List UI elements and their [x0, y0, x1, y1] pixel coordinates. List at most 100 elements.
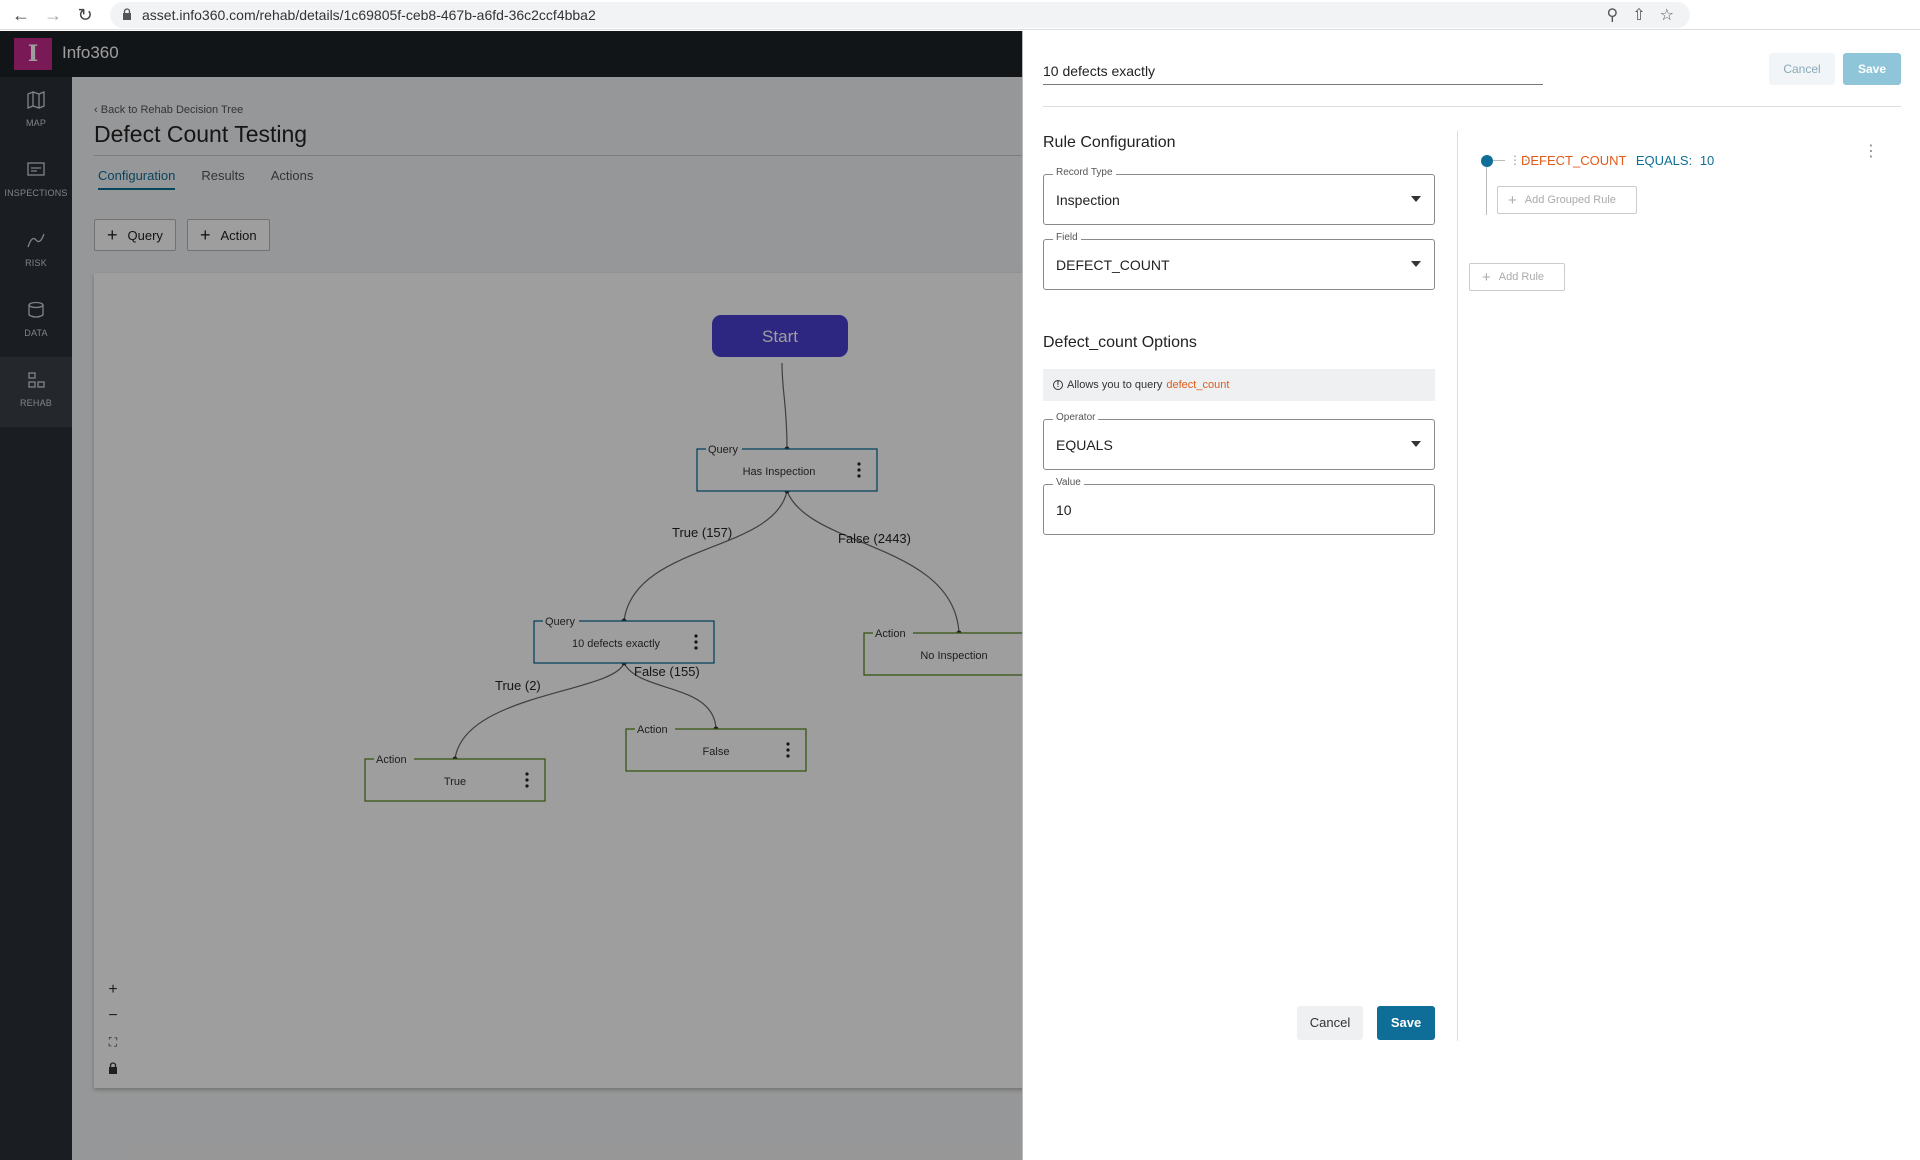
plus-icon: +: [200, 225, 211, 245]
flow-node-has-inspection[interactable]: Query Has Inspection: [696, 443, 878, 492]
node-type-label: Query: [708, 444, 738, 456]
tab-actions[interactable]: Actions: [270, 168, 314, 183]
caret-down-icon: [1411, 196, 1421, 202]
node-label: Has Inspection: [743, 466, 816, 478]
flow-canvas[interactable]: Start Query Has Inspection Query 10 defe…: [94, 273, 1094, 1088]
rule-summary[interactable]: DEFECT_COUNT EQUALS: 10: [1521, 153, 1714, 168]
back-link[interactable]: ‹ Back to Rehab Decision Tree: [94, 104, 244, 116]
node-label: True: [444, 776, 466, 788]
app-logo: I: [14, 38, 52, 70]
flow-node-10-defects[interactable]: Query 10 defects exactly: [533, 615, 715, 664]
sidebar-item-label: RISK: [25, 258, 47, 268]
flow-node-no-inspection[interactable]: Action No Inspection: [863, 627, 1045, 676]
node-menu-icon[interactable]: [786, 742, 790, 758]
add-grouped-rule-button[interactable]: + Add Grouped Rule: [1497, 186, 1637, 214]
plus-icon: +: [1508, 191, 1517, 209]
node-type-label: Action: [875, 628, 906, 640]
start-node[interactable]: Start: [712, 315, 848, 357]
start-node-label: Start: [762, 327, 798, 346]
add-rule-button[interactable]: + Add Rule: [1469, 263, 1565, 291]
address-bar[interactable]: asset.info360.com/rehab/details/1c69805f…: [110, 2, 1690, 28]
sidebar-item-rehab[interactable]: REHAB: [0, 357, 72, 427]
record-type-select[interactable]: Record Type Inspection: [1043, 167, 1435, 225]
add-query-button[interactable]: + Query: [94, 219, 176, 251]
flow-edges: [454, 362, 960, 760]
info-icon: !: [1053, 380, 1063, 390]
flow-diagram: Start Query Has Inspection Query 10 defe…: [364, 315, 1045, 802]
star-icon[interactable]: ☆: [1659, 7, 1674, 24]
node-menu-icon[interactable]: [694, 634, 698, 650]
modal-backdrop[interactable]: [0, 31, 1022, 1160]
add-grouped-rule-label: Add Grouped Rule: [1524, 194, 1616, 206]
sidebar-item-inspections[interactable]: INSPECTIONS: [0, 147, 72, 217]
operator-value: EQUALS: [1056, 437, 1113, 453]
sidebar-item-map[interactable]: MAP: [0, 77, 72, 147]
column-divider: [1457, 131, 1458, 1041]
tree-line: [1486, 167, 1487, 215]
back-arrow-icon[interactable]: ←: [12, 5, 30, 25]
node-label: False: [703, 746, 730, 758]
risk-icon: [27, 233, 45, 248]
flow-node-false[interactable]: Action False: [625, 723, 807, 772]
flow-node-true[interactable]: Action True: [364, 753, 546, 802]
node-menu-icon[interactable]: [857, 462, 861, 478]
edge-label: False (155): [634, 664, 700, 679]
tab-configuration[interactable]: Configuration: [98, 168, 176, 190]
field-legend: Field: [1053, 232, 1081, 243]
rehab-icon: [28, 372, 45, 388]
zoom-controls: + − ⛶: [104, 981, 122, 1077]
field-value: DEFECT_COUNT: [1056, 257, 1170, 273]
plus-icon: +: [107, 225, 118, 245]
value-text: 10: [1056, 502, 1072, 518]
caret-down-icon: [1411, 261, 1421, 267]
fit-view-icon[interactable]: ⛶: [108, 1035, 118, 1049]
edge-label: False (2443): [838, 531, 911, 546]
footer-save-button[interactable]: Save: [1377, 1006, 1435, 1040]
sidebar-item-risk[interactable]: RISK: [0, 217, 72, 287]
footer-cancel-button[interactable]: Cancel: [1297, 1006, 1363, 1040]
add-rule-label: Add Rule: [1498, 271, 1545, 283]
data-icon: [28, 301, 44, 318]
edge-label: True (157): [672, 525, 732, 540]
edge-false-2443: [786, 490, 960, 634]
info-field-link: defect_count: [1166, 379, 1230, 391]
node-type-label: Action: [637, 724, 668, 736]
url-text: asset.info360.com/rehab/details/1c69805f…: [142, 7, 596, 23]
zoom-icon[interactable]: ⚲: [1606, 7, 1619, 24]
map-icon: [27, 91, 45, 109]
edge-true-2: [454, 662, 625, 760]
sidebar-item-label: REHAB: [19, 398, 52, 408]
header-save-button[interactable]: Save: [1843, 53, 1901, 85]
sidebar-item-data[interactable]: DATA: [0, 287, 72, 357]
add-action-label: Action: [220, 227, 257, 243]
rule-name-input[interactable]: 10 defects exactly: [1043, 59, 1543, 85]
zoom-in-icon[interactable]: +: [108, 981, 118, 998]
add-action-button[interactable]: + Action: [187, 219, 270, 251]
node-label: No Inspection: [920, 650, 987, 662]
record-type-value: Inspection: [1056, 192, 1120, 208]
rule-menu-icon[interactable]: ⋮: [1863, 143, 1879, 160]
info-banner: ! Allows you to query defect_count: [1043, 369, 1435, 401]
back-link-label: Back to Rehab Decision Tree: [100, 104, 244, 116]
tab-results[interactable]: Results: [201, 168, 245, 183]
value-input[interactable]: Value 10: [1043, 477, 1435, 535]
operator-select[interactable]: Operator EQUALS: [1043, 412, 1435, 470]
node-type-label: Action: [376, 754, 407, 766]
rule-root-dot: [1481, 155, 1493, 167]
tree-line: [1493, 160, 1505, 161]
reload-icon[interactable]: ↻: [77, 5, 93, 25]
record-type-legend: Record Type: [1053, 167, 1116, 178]
zoom-out-icon[interactable]: −: [108, 1007, 118, 1024]
panel-divider: [1043, 106, 1901, 107]
drag-handle-icon[interactable]: ⋮⋮: [1509, 153, 1532, 167]
lock-view-icon[interactable]: [104, 1059, 122, 1077]
browser-toolbar: ← → ↻ asset.info360.com/rehab/details/1c…: [0, 0, 1920, 30]
share-icon[interactable]: ⇧: [1632, 7, 1646, 24]
rule-config-title: Rule Configuration: [1043, 134, 1176, 151]
inspections-icon: [27, 162, 45, 176]
field-select[interactable]: Field DEFECT_COUNT: [1043, 232, 1435, 290]
node-menu-icon[interactable]: [525, 772, 529, 788]
header-cancel-button[interactable]: Cancel: [1769, 53, 1835, 85]
forward-arrow-icon[interactable]: →: [44, 5, 62, 25]
rule-editor-panel: 10 defects exactly Cancel Save Rule Conf…: [1022, 31, 1920, 1160]
